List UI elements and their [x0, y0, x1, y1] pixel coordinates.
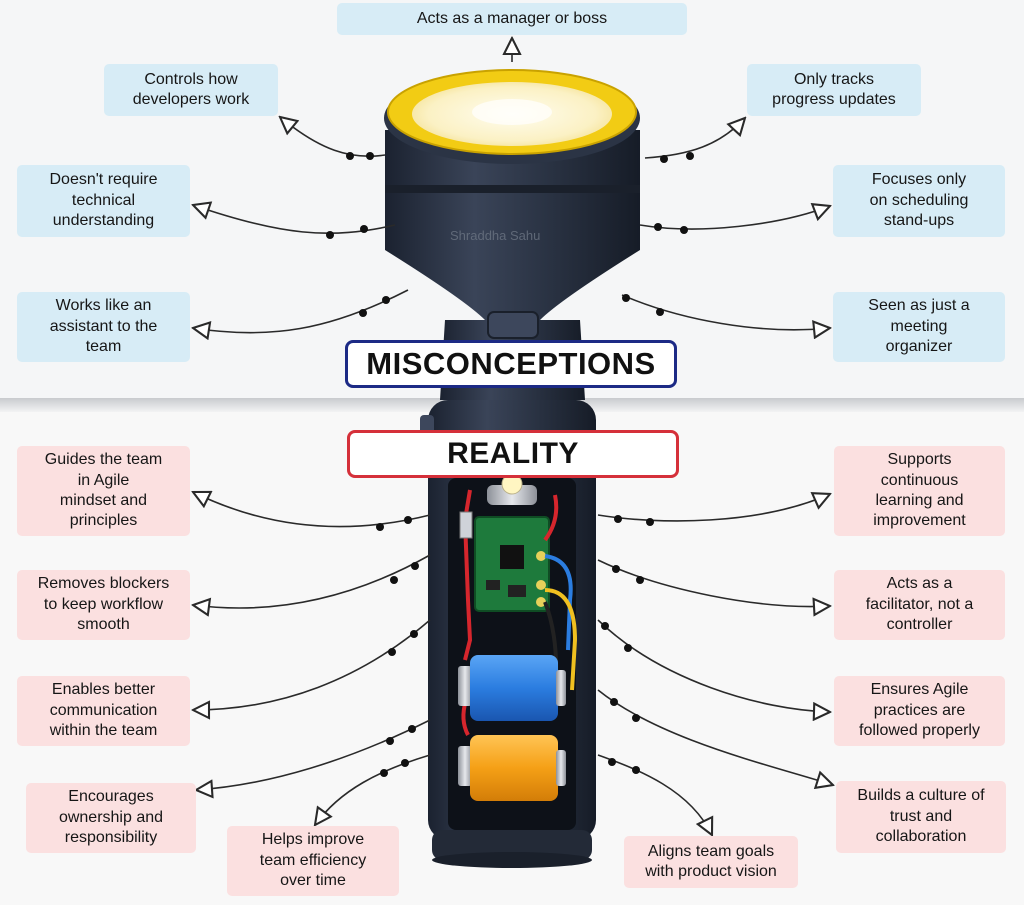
watermark: Shraddha Sahu [450, 228, 541, 243]
connector-m-left-3 [193, 289, 409, 333]
circuit-board [474, 516, 550, 612]
reality-bottom-right: Aligns team goals with product vision [624, 836, 798, 888]
connector-m-right-2 [639, 206, 830, 230]
led-bulb [487, 473, 537, 505]
connector-r-left-3 [193, 619, 431, 710]
connector-m-left-1 [280, 117, 386, 157]
misconception-right-3: Seen as just a meeting organizer [833, 292, 1005, 362]
misconception-right-1: Only tracks progress updates [747, 64, 921, 116]
connector-r-right-3 [597, 619, 830, 712]
misconception-left-2: Doesn't require technical understanding [17, 165, 190, 237]
reality-right-3: Ensures Agile practices are followed pro… [834, 676, 1005, 746]
misconception-left-1: Controls how developers work [104, 64, 278, 116]
reality-right-4: Builds a culture of trust and collaborat… [836, 781, 1006, 853]
connector-r-right-1 [597, 494, 830, 522]
connector-r-right-2 [597, 559, 830, 607]
reality-bottom-left: Helps improve team efficiency over time [227, 826, 399, 896]
reality-left-4: Encourages ownership and responsibility [26, 783, 196, 853]
misconception-right-2: Focuses only on scheduling stand-ups [833, 165, 1005, 237]
connector-r-right-4 [597, 689, 833, 785]
connector-m-right-3 [621, 294, 830, 330]
reality-right-1: Supports continuous learning and improve… [834, 446, 1005, 536]
misconception-top: Acts as a manager or boss [337, 3, 687, 35]
connector-r-right-5 [597, 754, 712, 835]
reality-heading: REALITY [347, 430, 679, 478]
connector-r-left-4 [196, 719, 431, 790]
connector-m-right-1 [644, 118, 745, 159]
connector-r-left-5 [315, 754, 431, 825]
battery-blue [458, 655, 566, 721]
connector-dots [326, 152, 694, 777]
battery-orange [458, 735, 566, 801]
misconceptions-heading: MISCONCEPTIONS [345, 340, 677, 388]
misconception-left-3: Works like an assistant to the team [17, 292, 190, 362]
connector-r-left-2 [193, 554, 431, 608]
reality-left-3: Enables better communication within the … [17, 676, 190, 746]
connector-r-left-1 [193, 492, 431, 528]
reality-left-2: Removes blockers to keep workflow smooth [17, 570, 190, 640]
reality-left-1: Guides the team in Agile mindset and pri… [17, 446, 190, 536]
connector-m-left-2 [193, 205, 396, 234]
reality-right-2: Acts as a facilitator, not a controller [834, 570, 1005, 640]
